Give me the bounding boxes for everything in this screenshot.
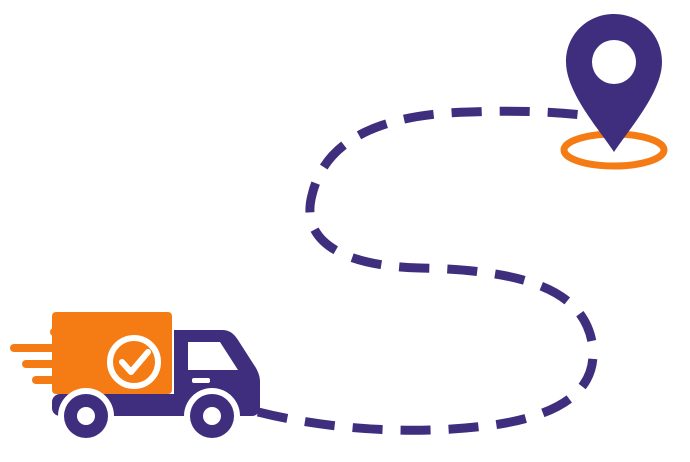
rear-wheel bbox=[58, 388, 114, 444]
pin-hole bbox=[592, 40, 636, 84]
dashed-route-path bbox=[256, 106, 598, 435]
cab-window bbox=[188, 342, 238, 370]
delivery-truck-icon bbox=[10, 312, 260, 444]
door-handle bbox=[192, 378, 210, 383]
map-pin-icon bbox=[560, 14, 668, 170]
front-wheel bbox=[184, 388, 240, 444]
check-circle-icon bbox=[107, 335, 161, 389]
